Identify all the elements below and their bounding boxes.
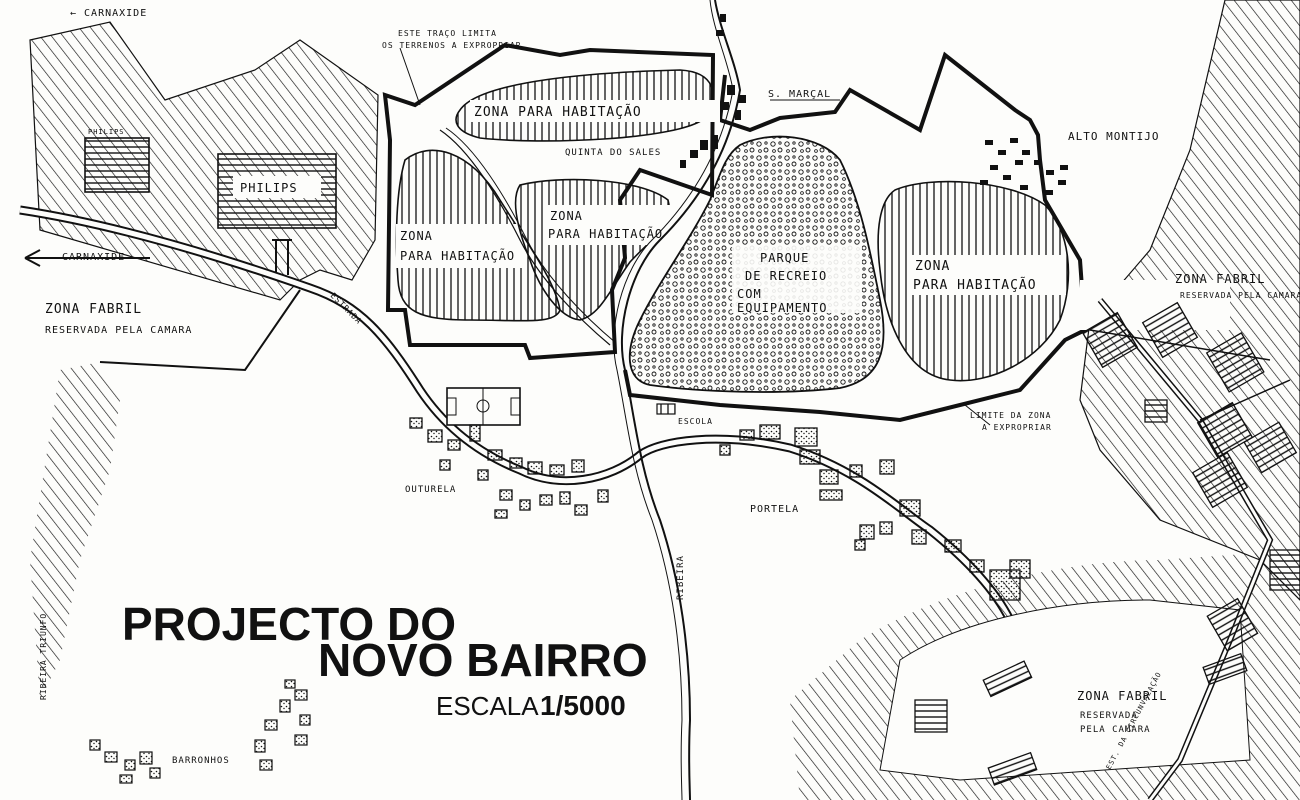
buildings-north bbox=[680, 14, 746, 168]
note-leader bbox=[399, 47, 421, 106]
label-limite-1: LIMITE DA ZONA bbox=[970, 411, 1051, 420]
title-line2: NOVO BAIRRO bbox=[318, 634, 648, 686]
label-barronhos: BARRONHOS bbox=[172, 756, 230, 766]
label-portela: PORTELA bbox=[750, 504, 799, 515]
label-zona-west-1: ZONA bbox=[400, 229, 433, 243]
philips-access-road bbox=[272, 239, 292, 275]
label-philips-big: PHILIPS bbox=[240, 181, 298, 195]
philips-label-box bbox=[233, 176, 321, 198]
label-ribeira: RIBEIRA bbox=[676, 555, 686, 600]
label-reservada-left: RESERVADA PELA CAMARA bbox=[45, 325, 192, 336]
label-escola: ESCOLA bbox=[678, 417, 713, 426]
philips-building-small bbox=[84, 137, 150, 193]
football-field bbox=[446, 387, 521, 426]
limite-leader bbox=[964, 404, 991, 426]
label-note-line1: ESTE TRAÇO LIMITA bbox=[398, 29, 497, 38]
zona-habitacao-east-label-bg bbox=[910, 255, 1066, 295]
label-zona-fabril-right: ZONA FABRIL bbox=[1175, 272, 1265, 286]
label-zona-east-1: ZONA bbox=[915, 259, 950, 274]
label-carnaxide-road: CARNAXIDE bbox=[62, 252, 125, 263]
label-parque-4: EQUIPAMENTO bbox=[737, 301, 827, 315]
buildings-alto-montijo bbox=[980, 138, 1068, 195]
label-zona-habitacao-north: ZONA PARA HABITAÇÃO bbox=[474, 104, 642, 120]
label-zona-west-2: PARA HABITAÇÃO bbox=[400, 248, 515, 263]
carnaxide-arrow bbox=[24, 249, 150, 267]
label-carnaxide-top: ← CARNAXIDE bbox=[70, 8, 147, 19]
zona-habitacao-west-label-bg bbox=[396, 224, 522, 268]
label-reservada-right: RESERVADA PELA CAMARA bbox=[1180, 291, 1300, 300]
label-reservada-br-2: PELA CAMARA bbox=[1080, 725, 1151, 735]
stream-branch bbox=[439, 129, 611, 346]
fabril-zone-west bbox=[30, 362, 120, 700]
buildings-portela bbox=[719, 424, 1031, 601]
label-ribeira-triunfo: RIBEIRA TRIUNFO bbox=[39, 613, 48, 700]
label-quinta: QUINTA DO SALES bbox=[565, 148, 661, 158]
zona-habitacao-north-label-bg bbox=[470, 100, 720, 122]
label-zona-mid-1: ZONA bbox=[550, 209, 583, 223]
title-line1: PROJECTO DO bbox=[122, 598, 456, 650]
label-sao-marcal: S. MARÇAL bbox=[768, 89, 831, 100]
label-zona-fabril-br: ZONA FABRIL bbox=[1077, 689, 1167, 703]
parque-label-bg bbox=[732, 245, 862, 313]
buildings-barronhos bbox=[89, 679, 311, 784]
buildings-outurela bbox=[409, 417, 609, 519]
ribeira-river bbox=[620, 0, 742, 800]
scale-value: 1/5000 bbox=[540, 690, 626, 721]
label-parque-2: DE RECREIO bbox=[745, 269, 827, 283]
label-parque-3: COM bbox=[737, 287, 762, 301]
label-outurela: OUTURELA bbox=[405, 485, 456, 495]
road-west-lower bbox=[99, 289, 301, 372]
label-zona-east-2: PARA HABITAÇÃO bbox=[913, 277, 1037, 293]
label-note-line2: OS TERRENOS A EXPROPRIAR bbox=[382, 41, 522, 50]
label-zona-mid-2: PARA HABITAÇÃO bbox=[548, 226, 663, 241]
label-alto-montijo: ALTO MONTIJO bbox=[1068, 130, 1159, 143]
scale-label: ESCALA bbox=[436, 691, 539, 721]
label-zona-fabril-left: ZONA FABRIL bbox=[45, 302, 142, 317]
label-parque-1: PARQUE bbox=[760, 251, 809, 265]
factory-blocks-east bbox=[914, 301, 1300, 786]
label-limite-2: A EXPROPRIAR bbox=[982, 423, 1052, 432]
label-reservada-br-1: RESERVADA bbox=[1080, 711, 1138, 721]
escola-building bbox=[656, 403, 676, 415]
label-philips-small: PHILIPS bbox=[88, 128, 125, 136]
